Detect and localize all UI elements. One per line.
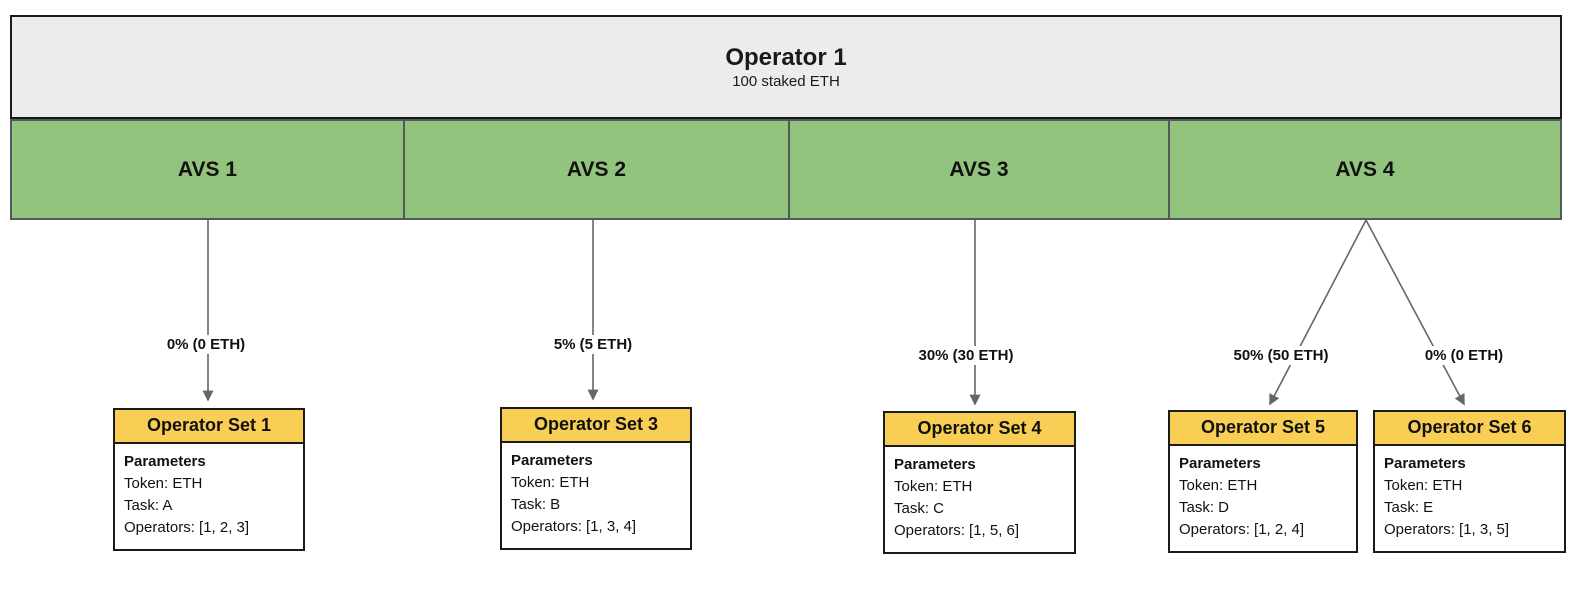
- allocation-label-set1: 0% (0 ETH): [160, 335, 252, 354]
- arrow-avs4-to-set6: [1365, 219, 1465, 406]
- operator-set-card-4: Operator Set 4 Parameters Token: ETH Tas…: [883, 411, 1076, 554]
- operator-set-3-title: Operator Set 3: [502, 409, 690, 443]
- arrow-avs4-to-set5: [1269, 219, 1367, 406]
- operators-line: Operators: [1, 5, 6]: [894, 522, 1020, 539]
- operator-set-1-title: Operator Set 1: [115, 410, 303, 444]
- operator-set-card-1: Operator Set 1 Parameters Token: ETH Tas…: [113, 408, 305, 551]
- operator-set-card-6: Operator Set 6 Parameters Token: ETH Tas…: [1373, 410, 1566, 553]
- operator-set-4-body: Parameters Token: ETH Task: C Operators:…: [885, 447, 1074, 552]
- allocation-label-set3: 5% (5 ETH): [547, 335, 639, 354]
- operator-set-card-5: Operator Set 5 Parameters Token: ETH Tas…: [1168, 410, 1358, 553]
- operator-set-5-title: Operator Set 5: [1170, 412, 1356, 446]
- allocation-label-set6: 0% (0 ETH): [1418, 346, 1510, 365]
- avs-cell-2: AVS 2: [403, 119, 790, 220]
- task-line: Task: E: [1384, 499, 1434, 516]
- operator-title: Operator 1: [725, 43, 847, 71]
- operator-set-5-body: Parameters Token: ETH Task: D Operators:…: [1170, 446, 1356, 551]
- parameters-heading: Parameters: [124, 453, 206, 470]
- allocation-label-set4: 30% (30 ETH): [912, 346, 1020, 365]
- task-line: Task: B: [511, 496, 561, 513]
- operators-line: Operators: [1, 2, 3]: [124, 519, 250, 536]
- avs-2-label: AVS 2: [566, 157, 627, 181]
- token-line: Token: ETH: [511, 474, 590, 491]
- allocation-label-set5: 50% (50 ETH): [1227, 346, 1335, 365]
- avs-4-label: AVS 4: [1335, 157, 1395, 181]
- parameters-heading: Parameters: [1384, 455, 1466, 472]
- avs-3-label: AVS 3: [949, 157, 1009, 181]
- operators-line: Operators: [1, 2, 4]: [1179, 521, 1305, 538]
- operator-set-6-body: Parameters Token: ETH Task: E Operators:…: [1375, 446, 1564, 551]
- avs-cell-1: AVS 1: [10, 119, 405, 220]
- parameters-heading: Parameters: [511, 452, 593, 469]
- token-line: Token: ETH: [894, 478, 973, 495]
- task-line: Task: C: [894, 500, 945, 517]
- task-line: Task: A: [124, 497, 173, 514]
- operator-set-4-title: Operator Set 4: [885, 413, 1074, 447]
- operator-stake-subtitle: 100 staked ETH: [732, 72, 840, 90]
- operators-line: Operators: [1, 3, 4]: [511, 518, 637, 535]
- task-line: Task: D: [1179, 499, 1230, 516]
- avs-cell-3: AVS 3: [788, 119, 1170, 220]
- operator-set-1-body: Parameters Token: ETH Task: A Operators:…: [115, 444, 303, 549]
- operator-set-card-3: Operator Set 3 Parameters Token: ETH Tas…: [500, 407, 692, 550]
- operators-line: Operators: [1, 3, 5]: [1384, 521, 1510, 538]
- operator-set-3-body: Parameters Token: ETH Task: B Operators:…: [502, 443, 690, 548]
- avs-1-label: AVS 1: [177, 157, 238, 181]
- avs-cell-4: AVS 4: [1168, 119, 1562, 220]
- operator-box: Operator 1 100 staked ETH: [10, 15, 1562, 119]
- avs-row: AVS 1 AVS 2 AVS 3 AVS 4: [10, 119, 1562, 220]
- token-line: Token: ETH: [1384, 477, 1463, 494]
- operator-set-6-title: Operator Set 6: [1375, 412, 1564, 446]
- token-line: Token: ETH: [1179, 477, 1258, 494]
- parameters-heading: Parameters: [1179, 455, 1261, 472]
- token-line: Token: ETH: [124, 475, 203, 492]
- parameters-heading: Parameters: [894, 456, 976, 473]
